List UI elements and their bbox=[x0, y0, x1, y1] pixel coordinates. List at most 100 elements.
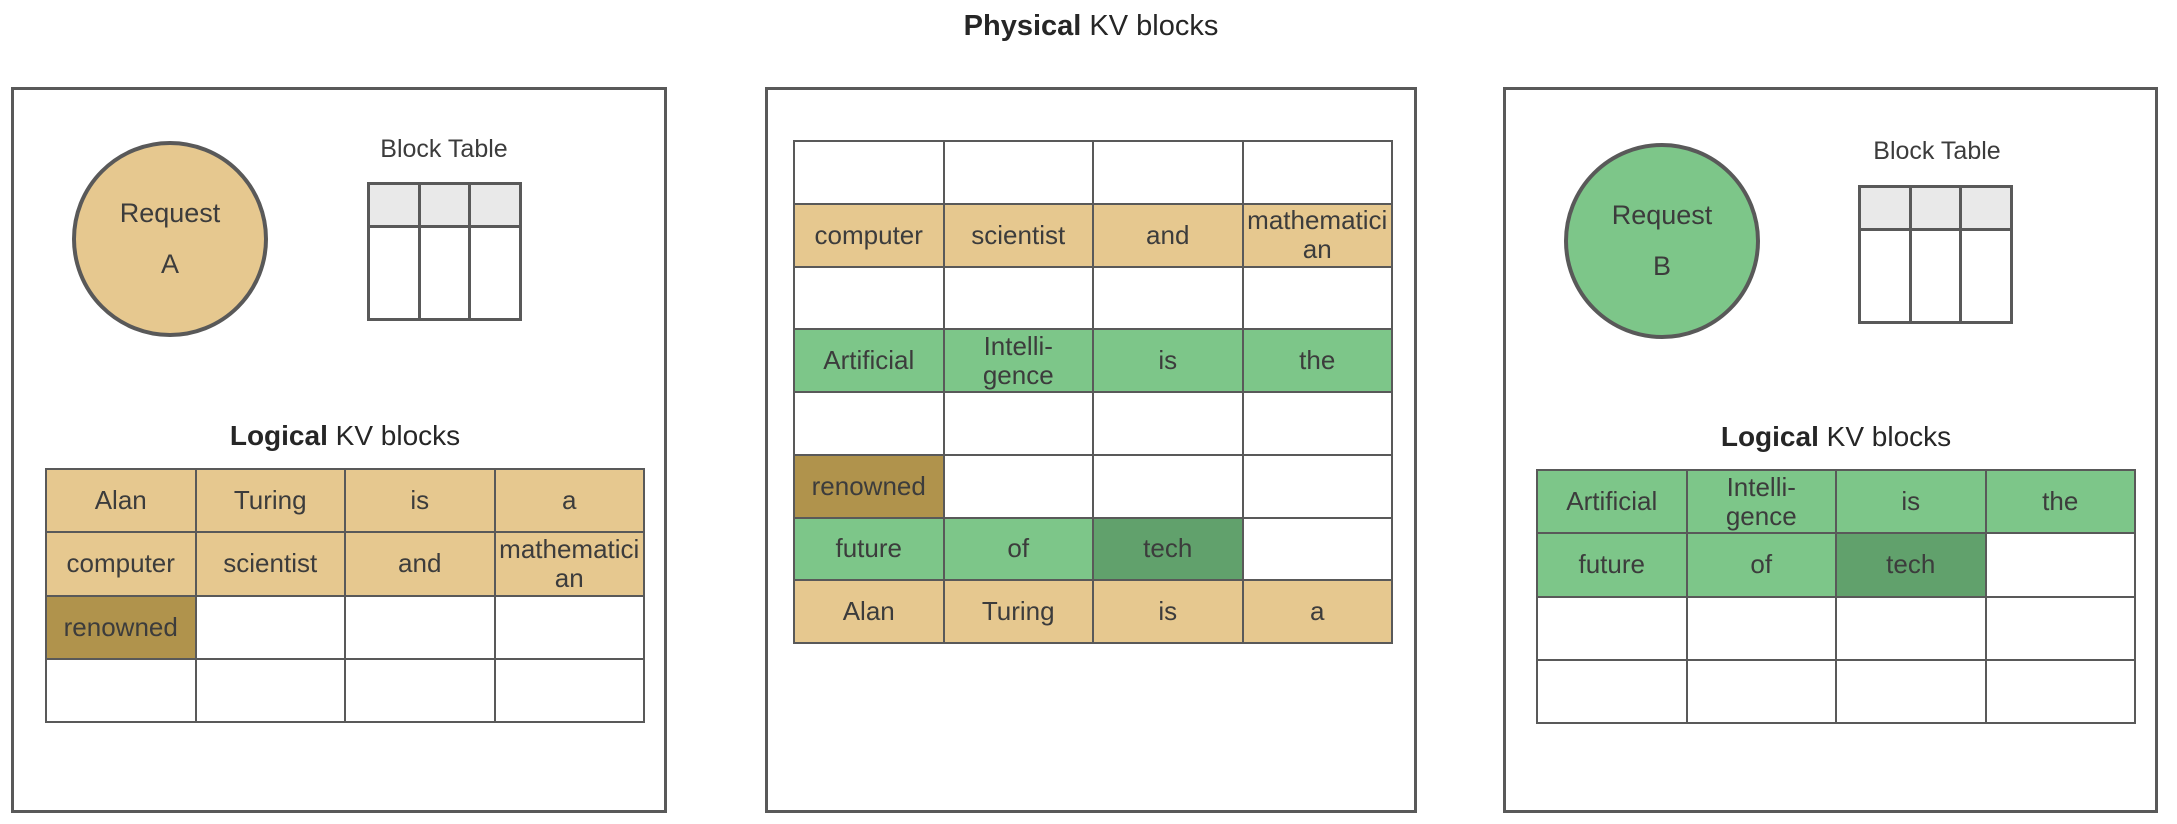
kv-cell bbox=[1986, 597, 2134, 659]
kv-cell: is bbox=[1094, 581, 1242, 642]
logical-kv-table: Artificial Intelli- gence is the future … bbox=[1536, 469, 2136, 724]
page-title-bold: Physical bbox=[963, 10, 1082, 42]
kv-cell: is bbox=[1837, 471, 1985, 533]
page-title: Physical KV blocks bbox=[791, 10, 1391, 43]
kv-cell: tech bbox=[1837, 534, 1985, 596]
kv-cell: Artificial bbox=[795, 330, 943, 391]
kv-cell: tech bbox=[1094, 518, 1242, 580]
block-table-label: Block Table bbox=[1873, 137, 2001, 165]
kv-cell bbox=[1094, 142, 1242, 203]
block-table-body-cell bbox=[471, 228, 519, 318]
kv-cell: future bbox=[1538, 534, 1686, 596]
kv-cell bbox=[795, 267, 943, 329]
kv-cell bbox=[1986, 660, 2134, 722]
kv-cell: and bbox=[346, 533, 494, 595]
logical-kv-table: Alan Turing is a computer scientist and … bbox=[45, 468, 645, 723]
kv-cell: and bbox=[1094, 204, 1242, 266]
kv-cell: mathematician bbox=[1243, 204, 1391, 266]
block-table-mini bbox=[367, 182, 522, 321]
page-title-rest: KV blocks bbox=[1081, 10, 1219, 42]
kv-cell: the bbox=[1243, 330, 1391, 391]
request-b-panel: Request B Block Table Logical KV blocks … bbox=[1503, 87, 2158, 813]
kv-cell: is bbox=[1094, 330, 1242, 391]
kv-cell bbox=[1687, 660, 1835, 722]
kv-cell bbox=[1094, 393, 1242, 454]
kv-cell bbox=[944, 393, 1092, 454]
kv-cell bbox=[795, 142, 943, 203]
block-table-header-cell bbox=[1911, 188, 1960, 228]
logical-kv-title: Logical KV blocks bbox=[1686, 421, 1986, 453]
block-table-header-cell bbox=[471, 185, 519, 225]
block-table-body-cell bbox=[1911, 231, 1960, 321]
kv-cell bbox=[196, 659, 344, 721]
kv-cell: renowned bbox=[47, 596, 195, 658]
kv-cell: is bbox=[346, 470, 494, 532]
kv-cell: scientist bbox=[196, 533, 344, 595]
block-table-body-cell bbox=[1861, 231, 1909, 321]
kv-cell: of bbox=[944, 518, 1092, 580]
kv-cell bbox=[495, 596, 643, 658]
kv-cell bbox=[196, 596, 344, 658]
kv-cell bbox=[346, 659, 494, 721]
kv-cell: scientist bbox=[944, 204, 1092, 266]
block-table-body-cell bbox=[1962, 231, 2010, 321]
kv-cell bbox=[1243, 142, 1391, 203]
logical-kv-title: Logical KV blocks bbox=[195, 420, 495, 452]
logical-kv-title-bold: Logical bbox=[229, 420, 328, 451]
kv-cell bbox=[495, 659, 643, 721]
kv-cell: the bbox=[1986, 471, 2134, 533]
request-a-circle: Request A bbox=[72, 141, 268, 337]
kv-cell: future bbox=[795, 518, 943, 580]
block-table-header-cell bbox=[1861, 188, 1909, 228]
logical-kv-title-bold: Logical bbox=[1720, 421, 1819, 452]
kv-cell bbox=[944, 142, 1092, 203]
kv-cell: renowned bbox=[795, 455, 943, 517]
kv-cell bbox=[1094, 267, 1242, 329]
kv-cell: Alan bbox=[795, 581, 943, 642]
kv-cell: Artificial bbox=[1538, 471, 1686, 533]
kv-cell: of bbox=[1687, 534, 1835, 596]
kv-cell bbox=[1243, 267, 1391, 329]
kv-cell bbox=[346, 596, 494, 658]
request-label: Request bbox=[119, 198, 221, 228]
block-table-mini bbox=[1858, 185, 2013, 324]
logical-kv-title-rest: KV blocks bbox=[1818, 421, 1952, 452]
kv-cell bbox=[1538, 660, 1686, 722]
kv-cell: Intelli- gence bbox=[944, 330, 1092, 391]
kv-cell bbox=[1094, 455, 1242, 517]
request-id: A bbox=[160, 249, 179, 279]
kv-cell bbox=[1837, 660, 1985, 722]
kv-cell bbox=[1837, 597, 1985, 659]
kv-cell bbox=[47, 659, 195, 721]
kv-cell bbox=[1986, 534, 2134, 596]
request-id: B bbox=[1652, 251, 1671, 281]
block-table-body-cell bbox=[370, 228, 418, 318]
logical-kv-title-rest: KV blocks bbox=[327, 420, 461, 451]
physical-kv-panel: computer scientist and mathematician Art… bbox=[765, 87, 1417, 813]
kv-cell: a bbox=[495, 470, 643, 532]
kv-cell bbox=[944, 267, 1092, 329]
kv-cell bbox=[1243, 518, 1391, 580]
kv-cell: Alan bbox=[47, 470, 195, 532]
kv-cell: computer bbox=[795, 204, 943, 266]
block-table-body-cell bbox=[420, 228, 469, 318]
block-table-header-cell bbox=[1962, 188, 2010, 228]
kv-cell: Turing bbox=[196, 470, 344, 532]
kv-cell bbox=[944, 455, 1092, 517]
kv-cell bbox=[1243, 455, 1391, 517]
kv-cell bbox=[1538, 597, 1686, 659]
block-table-header-cell bbox=[420, 185, 469, 225]
kv-cell bbox=[1243, 393, 1391, 454]
kv-cell: Turing bbox=[944, 581, 1092, 642]
kv-cell: a bbox=[1243, 581, 1391, 642]
kv-cell bbox=[1687, 597, 1835, 659]
block-table-label: Block Table bbox=[380, 135, 508, 163]
block-table-header-cell bbox=[370, 185, 418, 225]
kv-cell bbox=[795, 393, 943, 454]
kv-cell: Intelli- gence bbox=[1687, 471, 1835, 533]
request-b-circle: Request B bbox=[1564, 143, 1760, 339]
request-label: Request bbox=[1611, 200, 1713, 230]
kv-cell: computer bbox=[47, 533, 195, 595]
request-a-panel: Request A Block Table Logical KV blocks … bbox=[11, 87, 667, 813]
